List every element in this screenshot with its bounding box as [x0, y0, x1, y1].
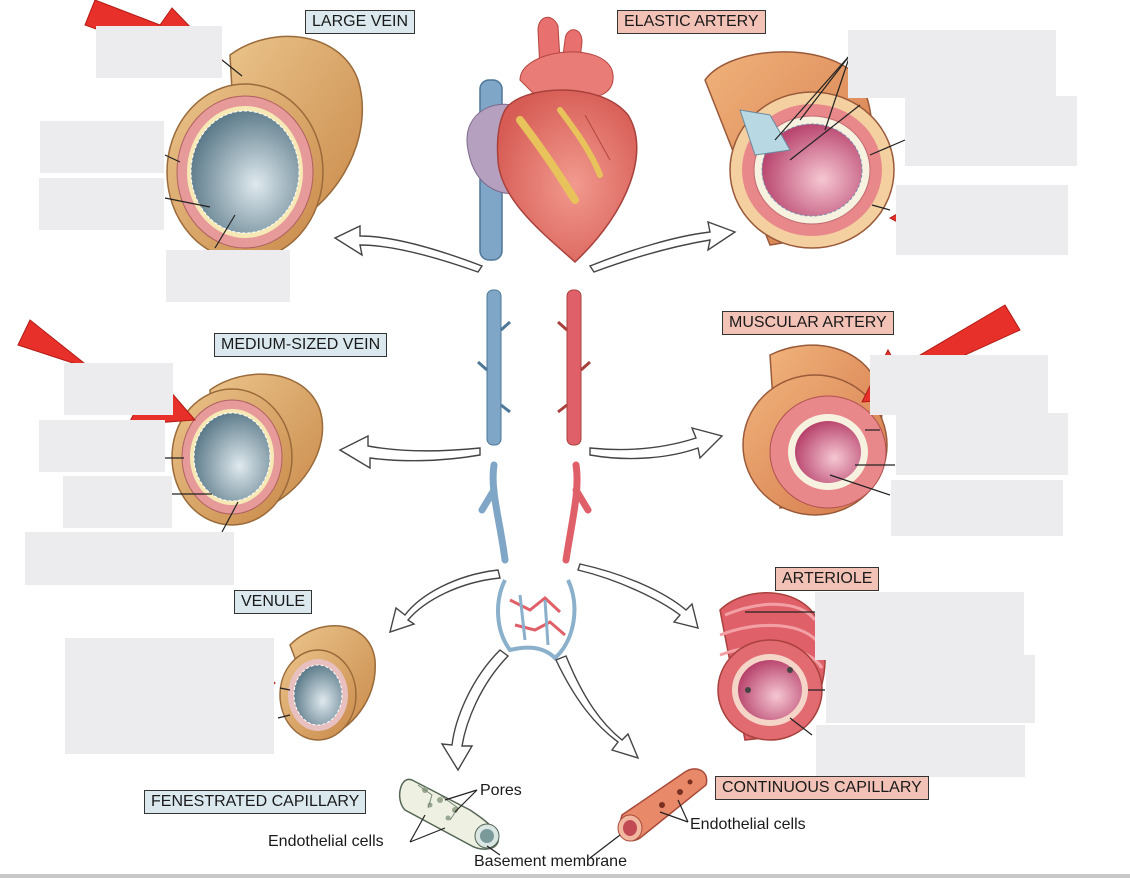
elastic-artery-illustration	[704, 51, 906, 249]
blank-box	[25, 532, 234, 585]
continuous-capillary-label: CONTINUOUS CAPILLARY	[715, 776, 929, 800]
bottom-border	[0, 874, 1130, 878]
arrow-to-elastic-artery	[588, 220, 737, 273]
blank-box	[816, 725, 1025, 777]
basement-membrane-annotation: Basement membrane	[474, 853, 627, 870]
arrow-to-continuous-capillary	[555, 655, 640, 760]
arteriole-label: ARTERIOLE	[775, 567, 880, 591]
blank-box	[870, 355, 1048, 415]
blank-box	[65, 638, 274, 754]
arrow-to-fenestrated-capillary	[440, 649, 510, 772]
vein-branch	[477, 289, 511, 564]
blank-box	[905, 96, 1077, 166]
arteriole-illustration	[717, 592, 826, 741]
blank-box	[815, 592, 1024, 660]
blank-box	[64, 363, 173, 415]
endothelial-cells-annotation-right: Endothelial cells	[690, 816, 806, 833]
fenestrated-capillary-illustration	[398, 778, 501, 856]
pores-annotation: Pores	[480, 782, 522, 799]
continuous-capillary-illustration	[589, 768, 708, 859]
blank-box	[896, 413, 1068, 475]
arrow-to-venule	[389, 569, 501, 634]
flow-arrows	[333, 220, 737, 772]
venule-label: VENULE	[234, 590, 313, 614]
blank-box	[848, 30, 1056, 98]
medium-vein-illustration	[165, 373, 324, 533]
blank-box	[896, 185, 1068, 255]
elastic-artery-label: ELASTIC ARTERY	[617, 10, 766, 34]
heart-illustration	[466, 16, 638, 264]
arrow-to-muscular-artery	[589, 426, 724, 460]
fenestrated-capillary-label: FENESTRATED CAPILLARY	[144, 790, 367, 814]
blank-box	[39, 178, 164, 230]
blank-box	[40, 121, 164, 173]
muscular-artery-illustration	[742, 344, 895, 516]
large-vein-illustration	[164, 35, 363, 261]
arrow-to-medium-vein	[338, 434, 481, 470]
blank-box	[166, 250, 290, 302]
arrow-to-arteriole	[577, 563, 699, 629]
venule-illustration	[277, 624, 376, 741]
capillary-bed	[496, 579, 577, 661]
blank-box	[891, 480, 1063, 536]
muscular-artery-label: MUSCULAR ARTERY	[722, 311, 894, 335]
blank-box	[826, 655, 1035, 723]
artery-branch	[557, 289, 592, 564]
blank-box	[96, 26, 222, 78]
blank-box	[39, 420, 165, 472]
blank-box	[63, 476, 172, 528]
large-vein-label: LARGE VEIN	[305, 10, 416, 34]
medium-vein-label: MEDIUM-SIZED VEIN	[214, 333, 388, 357]
endothelial-cells-annotation-left: Endothelial cells	[268, 833, 384, 850]
arrow-to-large-vein	[333, 224, 484, 273]
